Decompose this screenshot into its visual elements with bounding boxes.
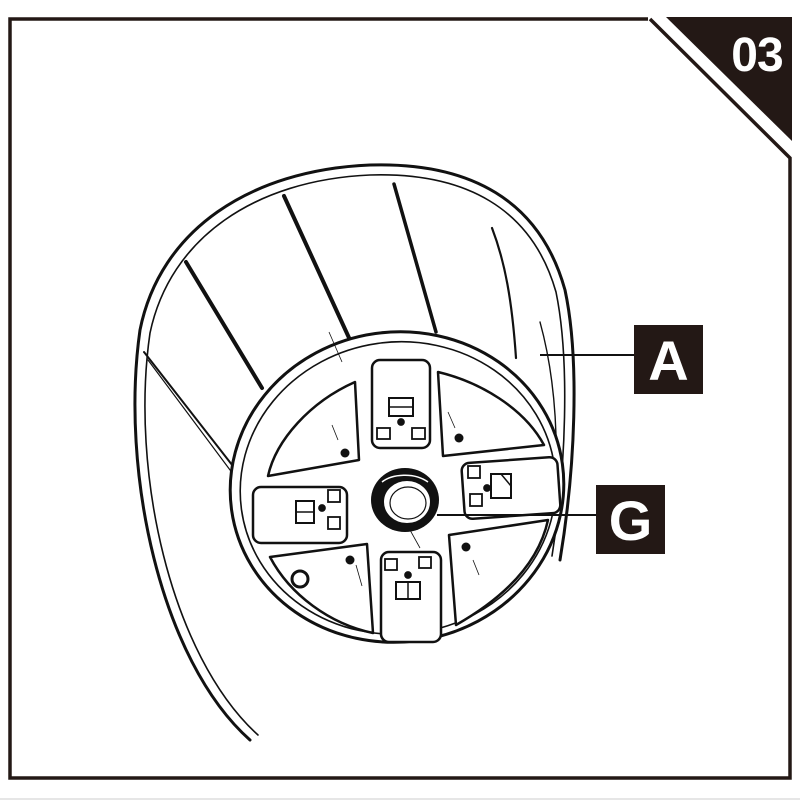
center-hub [371, 468, 439, 532]
callout-label-a: A [634, 325, 703, 394]
bottom-divider [0, 798, 800, 800]
base-segments [266, 370, 550, 635]
hatch-marks [328, 331, 480, 587]
callout-label-g: G [596, 485, 665, 554]
frame-border [8, 17, 792, 780]
segment-screw-holes [290, 433, 471, 589]
step-number: 03 [731, 29, 783, 82]
step-badge-triangle [666, 17, 792, 141]
clip-tabs [251, 358, 562, 644]
